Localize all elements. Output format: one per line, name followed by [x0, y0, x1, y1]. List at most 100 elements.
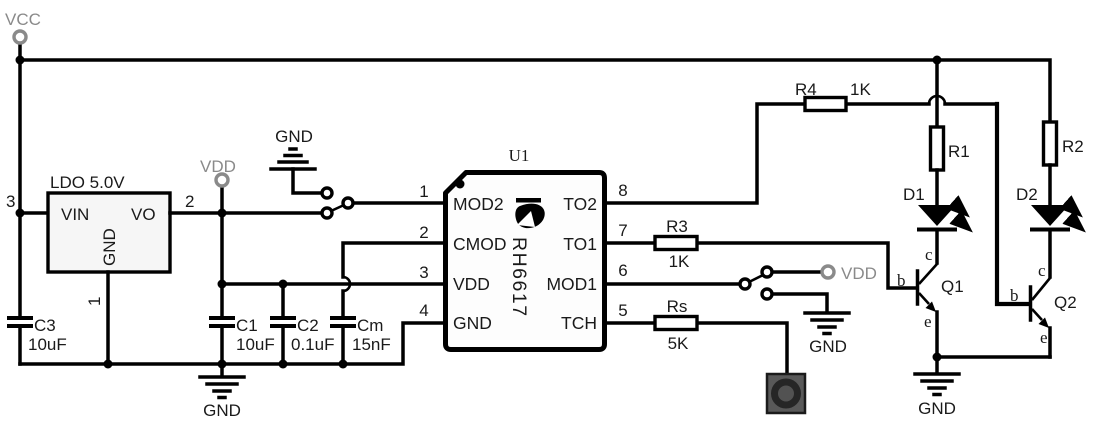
r1-ref: R1: [948, 142, 970, 161]
switch-contact-gnd: [320, 186, 334, 200]
pin-number-7: 7: [618, 221, 627, 240]
junction-dot: [278, 359, 288, 369]
ic-body: [443, 170, 607, 352]
vdd-terminal: [214, 172, 230, 188]
led-branch-1: R1 D1 b c e Q1: [897, 125, 973, 359]
switch-pole: [738, 277, 752, 291]
c3-value: 10uF: [28, 335, 67, 354]
ldo-vin-label: VIN: [61, 205, 89, 224]
to2-net: R4 1K: [605, 80, 1031, 307]
gnd-branch-wire: [291, 167, 322, 195]
r3-ref: R3: [666, 217, 688, 236]
q1-collector-lead: [918, 263, 938, 285]
vdd-label-mod1: VDD: [841, 264, 877, 283]
capacitor-c3: C3 10uF: [7, 316, 67, 354]
pin-number-3: 3: [419, 263, 428, 282]
emitter-ground: GND: [913, 355, 1052, 418]
junction-dot: [217, 359, 227, 369]
ldo-pin2-number: 2: [185, 192, 194, 211]
d2-ref: D2: [1016, 185, 1038, 204]
c2-ref: C2: [297, 316, 319, 335]
to1-wire: [605, 241, 917, 290]
led-ray-icon: [946, 195, 970, 218]
rs-value: 5K: [668, 334, 689, 353]
junction-dot: [15, 55, 25, 65]
ic-pin-tch: TCH: [561, 313, 597, 333]
cap-plate: [209, 316, 235, 320]
led-ray-icon: [1059, 195, 1083, 218]
vendor-logo-icon: [515, 198, 545, 229]
to1-net: R3 1K: [605, 217, 917, 290]
pin-number-1: 1: [419, 182, 428, 201]
earth-ground-icon-inverted: [269, 147, 317, 171]
ic-pin-mod2: MOD2: [453, 194, 504, 214]
wire-hop: [342, 275, 352, 293]
q2-ref: Q2: [1054, 293, 1077, 312]
wire-hop: [927, 94, 947, 105]
q2-c-label: c: [1038, 261, 1046, 280]
gnd-label-top: GND: [275, 127, 313, 146]
earth-ground-icon: [198, 375, 246, 400]
junction-dot: [932, 55, 942, 65]
ic-part-number: RH6617: [508, 237, 530, 318]
earth-ground-icon: [803, 311, 851, 336]
r4-value: 1K: [850, 80, 871, 99]
switch-contact-vdd: [320, 206, 334, 220]
cap-plate: [209, 324, 235, 328]
cap-plate: [330, 316, 356, 320]
led-branch-2: R2 D2 b c e Q2: [1010, 120, 1086, 359]
cap-plate: [7, 316, 33, 320]
switch-blade: [330, 203, 345, 213]
q1-emitter-arrow: [925, 301, 936, 312]
junction-dot: [217, 279, 227, 289]
led-d2-icon: [1031, 205, 1069, 226]
capacitor-cm: Cm 15nF: [330, 316, 391, 354]
logo-bar: [516, 198, 541, 203]
emitter-rail-wire: [935, 355, 1052, 374]
gnd-label: GND: [203, 401, 241, 420]
junction-dot: [932, 352, 942, 362]
c1-ref: C1: [236, 316, 258, 335]
q2-base-feed-wire: [994, 101, 1031, 307]
d1-ref: D1: [903, 185, 925, 204]
q1-c-label: c: [925, 245, 933, 264]
ic-pin-to1: TO1: [563, 234, 597, 254]
pin-number-5: 5: [618, 301, 627, 320]
q2-e-label: e: [1040, 328, 1048, 347]
resistor-rs: [653, 314, 699, 332]
switch-contact-vdd: [760, 265, 774, 279]
transistor-q1: b c e Q1: [897, 245, 964, 359]
pin1-indicator-dot: [455, 179, 465, 189]
ic-pin-gnd: GND: [453, 313, 492, 333]
mod1-switch: VDD GND: [605, 264, 877, 356]
ldo-title: LDO 5.0V: [50, 173, 125, 192]
led-d1-icon: [918, 205, 956, 226]
q1-e-label: e: [924, 312, 932, 331]
switch-contact-gnd: [760, 287, 774, 301]
pin-number-8: 8: [618, 181, 627, 200]
led-ray-icon: [949, 210, 973, 233]
c2-value: 0.1uF: [291, 335, 334, 354]
junction-dot: [338, 359, 348, 369]
transistor-q2: b c e Q2: [1010, 261, 1077, 359]
pin-number-4: 4: [419, 301, 428, 320]
ic-pin-to2: TO2: [563, 194, 597, 214]
gnd-label-emitter: GND: [918, 399, 956, 418]
ldo-vo-label: VO: [131, 205, 156, 224]
earth-ground-icon: [913, 372, 961, 397]
resistor-r1: [928, 125, 946, 172]
c1-value: 10uF: [236, 335, 275, 354]
rs-ref: Rs: [667, 297, 688, 316]
cap-plate: [270, 324, 296, 328]
vdd-wires: [168, 184, 445, 366]
logo-notch: [517, 211, 535, 227]
cap-plate: [7, 324, 33, 328]
touch-pad-ring: [771, 378, 801, 409]
resistor-r2: [1041, 120, 1059, 167]
ldo-body: [46, 191, 172, 274]
resistor-r4: [803, 95, 848, 113]
junction-dot: [15, 208, 25, 218]
switch-pole: [341, 196, 355, 210]
q1-ref: Q1: [941, 277, 964, 296]
